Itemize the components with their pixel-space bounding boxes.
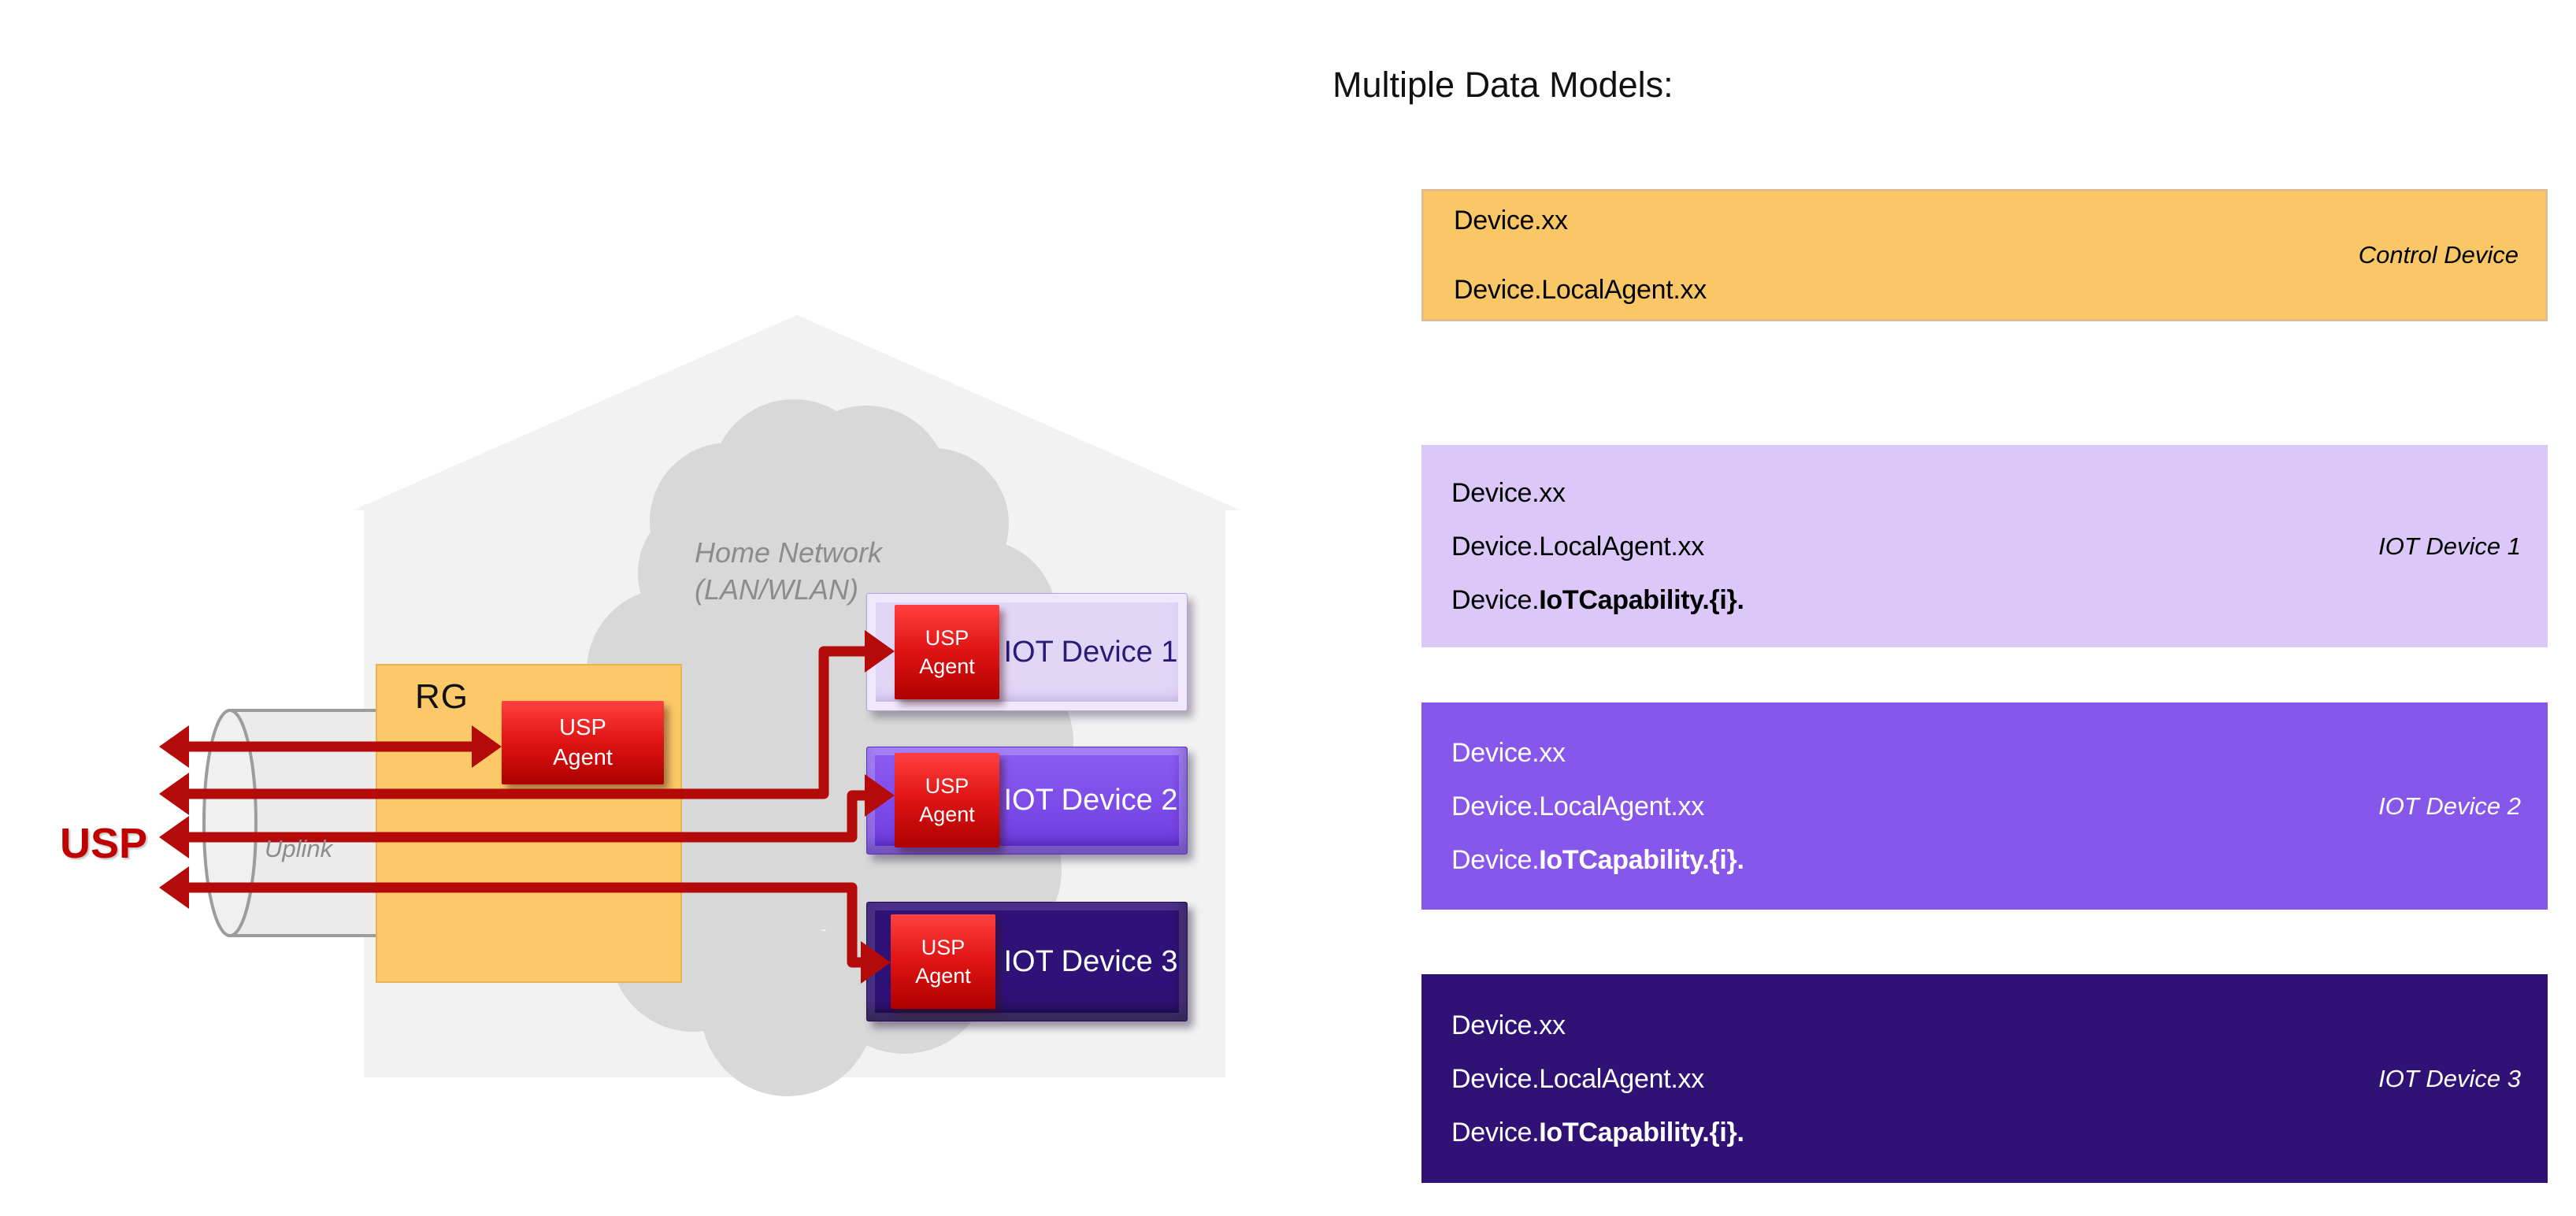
iot3-usp-agent-line2: Agent xyxy=(915,964,971,988)
model-row: Device.xx xyxy=(1454,206,1568,235)
uplink-label: Uplink xyxy=(265,835,333,862)
model-row: Device.IoTCapability.{i}. xyxy=(1451,1117,1744,1147)
iot2-usp-agent-line1: USP xyxy=(925,774,969,798)
model-tag-iot-device-2: IOT Device 2 xyxy=(2378,792,2521,820)
model-row: Device.xx xyxy=(1451,1010,1566,1040)
model-tag-iot-device-3: IOT Device 3 xyxy=(2378,1064,2521,1092)
arrowhead-left-2 xyxy=(159,773,189,815)
iot2-usp-agent-box: USP Agent xyxy=(895,753,999,847)
model-box-iot-device-2: Device.xx Device.LocalAgent.xx Device.Io… xyxy=(1421,703,2548,910)
model-box-iot-device-1: Device.xx Device.LocalAgent.xx Device.Io… xyxy=(1421,445,2548,647)
iot3-usp-agent-line1: USP xyxy=(921,936,966,959)
model-row: Device.LocalAgent.xx xyxy=(1454,275,1707,305)
iot3-usp-agent-box: USP Agent xyxy=(891,914,995,1009)
rg-usp-agent-box: USP Agent xyxy=(502,701,664,784)
iot-device-3-label: IOT Device 3 xyxy=(1003,944,1178,978)
iot-device-2-label: IOT Device 2 xyxy=(1003,784,1178,817)
model-box-iot-device-3: Device.xx Device.LocalAgent.xx Device.Io… xyxy=(1421,974,2548,1183)
iot1-usp-agent-box: USP Agent xyxy=(895,605,999,699)
rg-label: RG xyxy=(415,677,469,716)
arrowhead-left-3 xyxy=(159,816,189,858)
model-row: Device.LocalAgent.xx xyxy=(1451,791,1704,821)
usp-protocol-label: USP xyxy=(60,820,148,867)
page-title: Multiple Data Models: xyxy=(1332,65,1673,105)
home-network-line1: Home Network xyxy=(695,536,883,569)
uplink-cylinder xyxy=(202,709,380,937)
model-box-control-device: Device.xx Device.LocalAgent.xx Control D… xyxy=(1421,189,2548,321)
rg-usp-agent-line1: USP xyxy=(559,715,606,740)
home-network-label: Home Network (LAN/WLAN) xyxy=(695,534,882,608)
iot-device-1-label: IOT Device 1 xyxy=(1003,635,1178,669)
model-tag-iot-device-1: IOT Device 1 xyxy=(2378,532,2521,560)
rg-usp-agent-line2: Agent xyxy=(553,745,613,770)
model-row: Device.xx xyxy=(1451,477,1566,508)
home-network-line2: (LAN/WLAN) xyxy=(695,573,859,606)
model-row: Device.IoTCapability.{i}. xyxy=(1451,584,1744,615)
arrowhead-left-4 xyxy=(159,866,189,909)
model-row: Device.IoTCapability.{i}. xyxy=(1451,844,1744,875)
model-row: Device.xx xyxy=(1451,737,1566,768)
model-tag-control-device: Control Device xyxy=(2358,241,2519,269)
iot2-usp-agent-line2: Agent xyxy=(919,803,975,826)
model-row: Device.LocalAgent.xx xyxy=(1451,1063,1704,1094)
model-row: Device.LocalAgent.xx xyxy=(1451,531,1704,562)
iot1-usp-agent-line2: Agent xyxy=(919,654,975,678)
arrowhead-left-1 xyxy=(159,725,189,768)
iot1-usp-agent-line1: USP xyxy=(925,626,969,650)
